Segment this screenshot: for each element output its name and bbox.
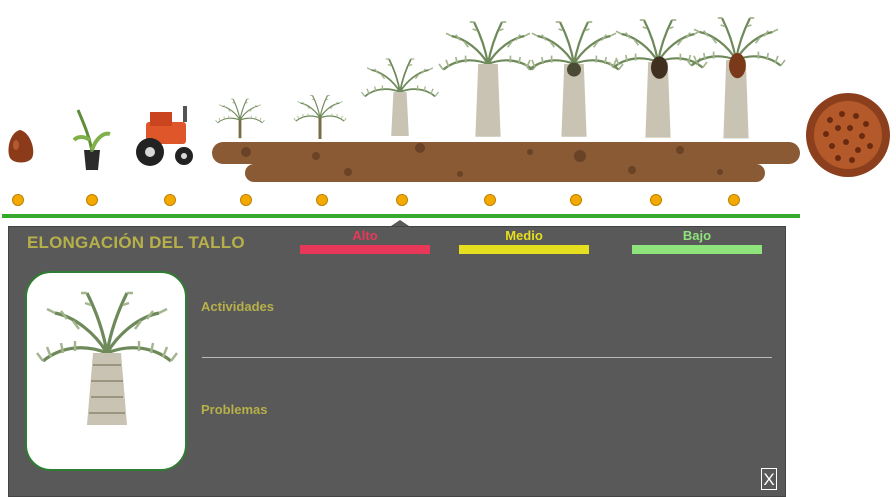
level-alto-label: Alto	[352, 228, 378, 243]
seedling-pot-icon	[72, 109, 111, 170]
fruit-bunch-icon	[806, 93, 890, 177]
stage-dot[interactable]	[728, 194, 740, 206]
young-palm-icon	[293, 94, 347, 139]
level-medio-label: Medio	[505, 228, 543, 243]
stage-dot[interactable]	[570, 194, 582, 206]
palm-fruit-tree-icon	[607, 18, 709, 138]
stage-dot[interactable]	[484, 194, 496, 206]
young-palm-icon	[214, 98, 266, 139]
palm-tree-icon	[523, 20, 625, 137]
stage-dot[interactable]	[650, 194, 662, 206]
problems-label: Problemas	[201, 402, 268, 417]
section-divider	[202, 357, 772, 358]
level-bajo[interactable]: Bajo	[632, 229, 762, 254]
palm-fruit-tree-icon	[685, 16, 787, 139]
panel-title: ELONGACIÓN DEL TALLO	[27, 233, 245, 252]
small-palm-icon	[360, 58, 440, 136]
tractor-icon	[136, 106, 193, 166]
level-medio-bar	[459, 245, 589, 254]
level-alto[interactable]: Alto	[300, 229, 430, 254]
activities-label: Actividades	[201, 299, 274, 314]
stage-dot[interactable]	[240, 194, 252, 206]
stage-image-card	[25, 271, 187, 471]
stage-dot[interactable]	[86, 194, 98, 206]
palm-tree-icon	[35, 291, 179, 425]
selected-stage-pointer	[388, 220, 412, 228]
palm-tree-icon	[437, 20, 539, 137]
stage-detail-panel: ELONGACIÓN DEL TALLO Alto Medio Bajo Act…	[8, 226, 786, 497]
close-button[interactable]: X	[761, 468, 777, 490]
stage-dot[interactable]	[316, 194, 328, 206]
level-alto-bar	[300, 245, 430, 254]
stage-dot[interactable]	[396, 194, 408, 206]
seed-icon	[8, 130, 34, 163]
level-bajo-bar	[632, 245, 762, 254]
timeline-line	[2, 214, 800, 218]
stage-dot[interactable]	[12, 194, 24, 206]
level-medio[interactable]: Medio	[459, 229, 589, 254]
growth-stages-scene	[8, 16, 890, 182]
stage-dot[interactable]	[164, 194, 176, 206]
level-bajo-label: Bajo	[682, 228, 712, 243]
soil-bed	[212, 142, 800, 182]
